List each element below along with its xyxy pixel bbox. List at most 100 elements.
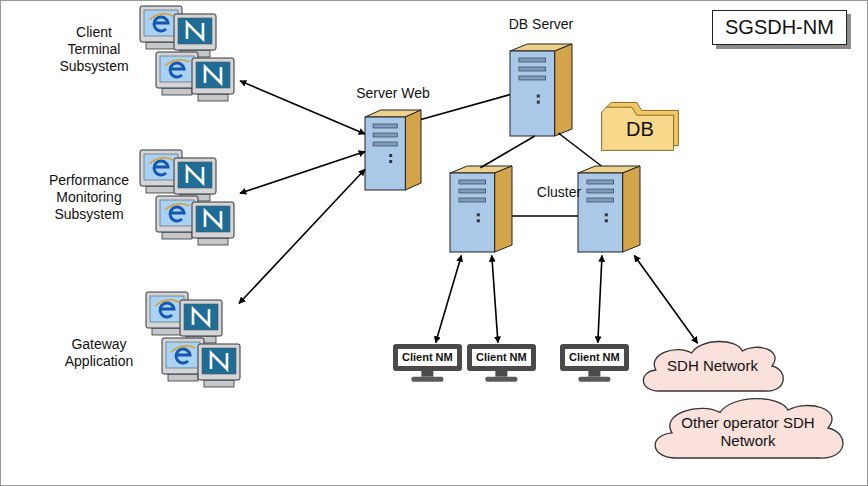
drawing-part <box>162 88 192 95</box>
drawing-part <box>178 18 212 44</box>
drawing-part <box>588 371 600 377</box>
drawing-part <box>180 300 222 336</box>
drawing-part <box>165 204 189 210</box>
drawing-part <box>171 346 195 352</box>
drawing-part <box>160 200 194 226</box>
drawing-part <box>193 309 209 325</box>
connector <box>240 152 365 194</box>
drawing-part <box>587 180 614 184</box>
client-monitor: Client NM <box>560 344 629 371</box>
drawing-part <box>160 303 174 317</box>
drawing-part <box>144 10 178 36</box>
server-cluster: Cluster <box>450 166 640 252</box>
drawing-part <box>605 219 608 222</box>
drawing-part <box>495 166 512 252</box>
drawing-part <box>178 162 212 188</box>
node-label: DB Server <box>492 16 590 33</box>
drawing-part <box>204 380 234 387</box>
drawing-part <box>205 67 221 83</box>
drawing-part <box>187 167 203 183</box>
drawing-part <box>174 14 216 50</box>
drawing-part <box>165 60 189 66</box>
computer-group <box>140 150 234 245</box>
monitor-stand <box>411 371 443 382</box>
drawing-part <box>602 107 674 150</box>
drawing-part <box>170 207 184 221</box>
server-node: Server Web <box>365 110 421 190</box>
drawing-part <box>149 14 173 20</box>
drawing-part <box>389 160 392 163</box>
drawing-part <box>537 101 540 104</box>
drawing-part <box>192 58 234 94</box>
drawing-part <box>519 58 546 62</box>
drawing-part <box>152 328 182 335</box>
drawing-part <box>155 300 179 306</box>
screen-label: Client NM <box>569 351 620 364</box>
drawing-part <box>365 117 405 190</box>
client-monitor: Client NM <box>393 344 462 371</box>
node-label: Other operator SDH Network <box>648 414 848 450</box>
drawing-part <box>623 166 640 252</box>
drawing-part <box>205 211 221 227</box>
connector <box>598 255 602 342</box>
node-label: Performance Monitoring Subsystem <box>42 172 136 222</box>
drawing-part <box>587 189 614 193</box>
drawing-part <box>196 206 230 232</box>
drawing-part <box>485 377 517 382</box>
drawing-part <box>587 198 614 202</box>
drawing-part <box>459 180 486 184</box>
drawing-part <box>411 377 443 382</box>
drawing-part <box>578 377 610 382</box>
connector <box>634 255 697 343</box>
drawing-part <box>389 154 392 157</box>
node-label: DB <box>626 117 654 141</box>
drawing-part <box>150 296 184 322</box>
cluster-link <box>558 133 604 168</box>
drawing-part <box>519 76 546 80</box>
drawing-part <box>578 173 623 252</box>
screen-label: Client NM <box>476 351 527 364</box>
drawing-part <box>174 158 216 194</box>
drawing-part <box>459 189 486 193</box>
connector <box>240 81 365 134</box>
server-icon <box>450 166 512 252</box>
drawing-part <box>176 349 190 363</box>
drawing-part <box>537 95 540 98</box>
drawing-part <box>196 62 230 88</box>
cluster-link <box>502 215 582 217</box>
drawing-part <box>198 344 240 380</box>
drawing-part <box>192 202 234 238</box>
drawing-part <box>643 341 783 391</box>
connector <box>480 136 534 168</box>
drawing-part <box>519 67 546 71</box>
drawing-part <box>170 63 184 77</box>
drawing-part <box>373 124 397 128</box>
monitor-stand <box>578 371 610 382</box>
server-node: DB Server <box>510 44 572 136</box>
drawing-part <box>405 110 421 190</box>
server-icon <box>510 44 572 136</box>
drawing-part <box>168 374 198 381</box>
drawing-part <box>154 17 168 31</box>
drawing-part <box>198 94 228 101</box>
drawing-part <box>146 186 176 193</box>
drawing-part <box>144 154 178 180</box>
monitor-stand <box>485 371 517 382</box>
connector <box>239 169 365 303</box>
node-label: SDH Network <box>653 357 772 375</box>
drawing-part <box>202 348 236 374</box>
drawing-part <box>373 133 397 137</box>
client-monitor: Client NM <box>467 344 536 371</box>
workstation-group: Client Terminal Subsystem <box>140 6 240 102</box>
drawing-part <box>450 173 495 252</box>
drawing-part <box>510 51 555 136</box>
drawing-part <box>160 56 194 82</box>
drawing-part <box>187 23 203 39</box>
network-cloud: Other operator SDH Network <box>648 392 848 464</box>
drawing-part <box>198 238 228 245</box>
diagram-title: SGSDH-NM <box>725 16 834 38</box>
drawing-part <box>184 304 218 330</box>
drawing-part <box>555 44 572 136</box>
server-icon <box>578 166 640 252</box>
computer-group <box>140 6 234 101</box>
